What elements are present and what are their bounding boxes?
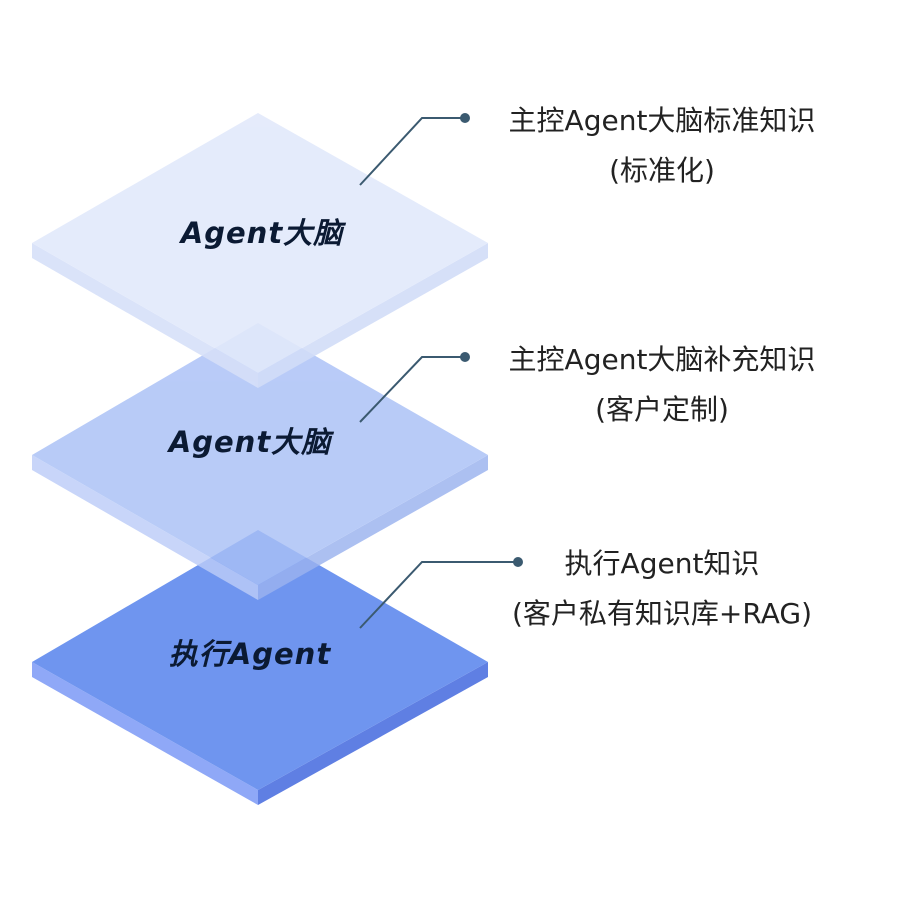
layer-label-execution-agent: 执行Agent [169, 637, 332, 671]
layer-brain-standard-right-face [258, 243, 488, 388]
layer-label-brain-standard: Agent大脑 [179, 216, 346, 250]
leader-dot-standard [460, 113, 470, 123]
layer-label-brain-custom: Agent大脑 [167, 425, 334, 459]
leader-dot-execution [513, 557, 523, 567]
leader-line-standard [359, 113, 470, 186]
layer-brain-standard-top-face [32, 113, 488, 373]
layer-brain-custom-top-face [32, 323, 488, 585]
callout-custom-line2: (客户定制) [595, 393, 729, 426]
layer-execution-top-face [32, 530, 488, 790]
leader-line-custom [359, 352, 470, 423]
layer-brain-custom [32, 323, 488, 600]
callout-execution-line1: 执行Agent知识 [565, 547, 760, 580]
layer-brain-standard-left-face [32, 243, 258, 388]
layer-execution-left-face [32, 662, 258, 805]
leader-line-execution [359, 557, 523, 629]
layer-execution-agent [32, 530, 488, 805]
layer-brain-custom-left-face [32, 455, 258, 600]
leader-dot-custom [460, 352, 470, 362]
callout-standard-line2: (标准化) [609, 154, 715, 187]
layer-brain-standard [32, 113, 488, 388]
layer-execution-right-face [258, 662, 488, 805]
layer-brain-custom-right-face [258, 455, 488, 600]
callout-execution-line2: (客户私有知识库+RAG) [512, 597, 812, 630]
callout-custom-line1: 主控Agent大脑补充知识 [509, 343, 816, 376]
callout-standard-line1: 主控Agent大脑标准知识 [509, 104, 816, 137]
